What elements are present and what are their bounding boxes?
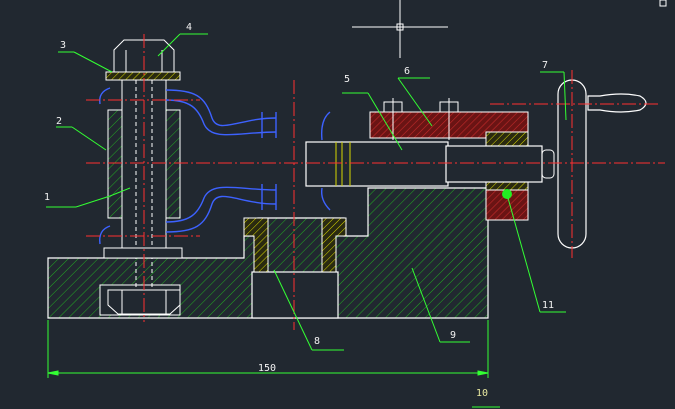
callout-label-5: 5	[344, 74, 350, 85]
crosshair-cursor	[352, 0, 448, 58]
callout-label-6: 6	[404, 66, 410, 77]
dimension-150	[47, 320, 489, 378]
locating-pin-part-11	[502, 189, 512, 199]
corner-marker	[659, 0, 667, 7]
dimension-text: 150	[258, 363, 276, 374]
hand-wheel-part-7	[557, 79, 647, 249]
callout-label-7: 7	[542, 60, 548, 71]
callout-label-9: 9	[450, 330, 456, 341]
callout-label-3: 3	[60, 40, 66, 51]
leader-1	[75, 187, 131, 208]
callout-label-11: 11	[542, 300, 554, 311]
centerlines	[86, 34, 665, 330]
bushing-part-8	[243, 217, 347, 273]
callout-label-8: 8	[314, 336, 320, 347]
callout-label-4: 4	[186, 22, 192, 33]
leader-lines	[46, 33, 567, 408]
plunger-shaft-part-5	[305, 141, 555, 187]
callout-label-10: 10	[476, 388, 488, 399]
workpiece-outline	[99, 87, 331, 245]
callout-label-1: 1	[44, 192, 50, 203]
callout-label-2: 2	[56, 116, 62, 127]
